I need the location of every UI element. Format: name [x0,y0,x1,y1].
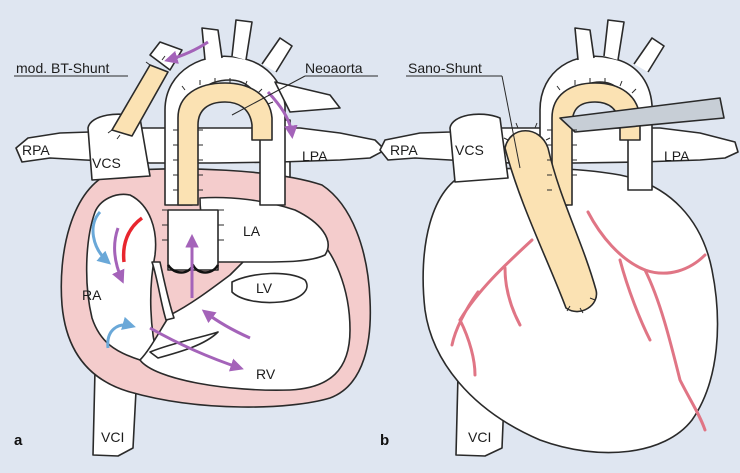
label-vcs-b: VCS [455,142,484,158]
label-neoaorta: Neoaorta [305,60,363,76]
label-ra: RA [82,287,102,303]
label-vci: VCI [101,429,124,445]
panel-letter-a: a [14,432,23,449]
label-bt-shunt: mod. BT-Shunt [16,60,109,76]
panel-a [14,20,385,456]
label-lpa: LPA [302,148,328,164]
label-rv: RV [256,366,276,382]
label-lv: LV [256,280,273,296]
label-vci-b: VCI [468,429,491,445]
label-rpa-b: RPA [390,142,418,158]
panel-letter-b: b [380,432,389,449]
label-rpa: RPA [22,142,50,158]
label-sano-shunt: Sano-Shunt [408,60,482,76]
label-vcs: VCS [92,155,121,171]
panel-b [380,20,738,456]
label-lpa-b: LPA [664,148,690,164]
label-la: LA [243,223,261,239]
